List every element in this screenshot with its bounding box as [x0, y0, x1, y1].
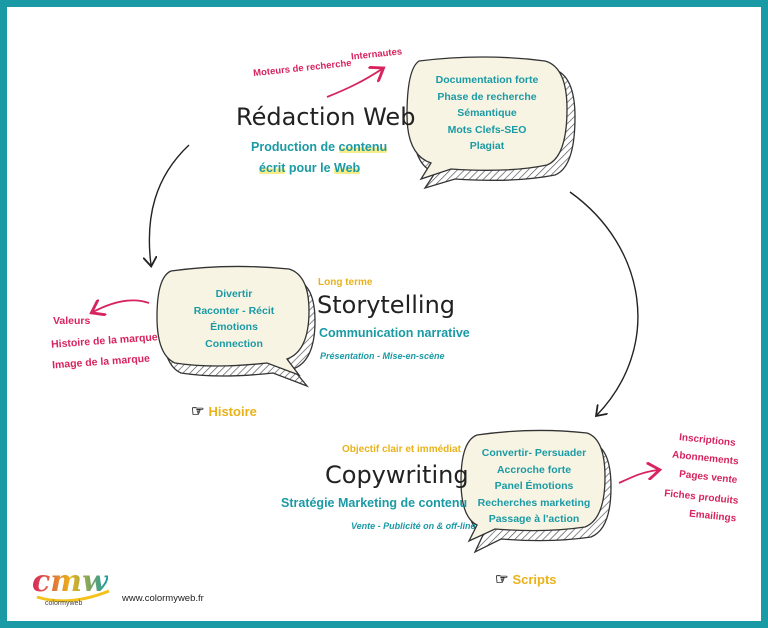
arrow-redaction-to-storytelling [149, 144, 190, 265]
bubble-item: Panel Émotions [494, 480, 574, 492]
storytelling-subtitle: Communication narrative [319, 326, 470, 340]
copywriting-subtitle: Stratégie Marketing de contenu [281, 496, 468, 510]
redaction-subtitle-highlight: Web [334, 161, 361, 175]
redaction-bubble-items: Documentation forte Phase de recherche S… [407, 72, 567, 155]
bubble-item: Raconter - Récit [193, 304, 275, 317]
copywriting-bubble-items: Convertir- Persuader Accroche forte Pane… [461, 445, 607, 528]
bubble-item: Plagiat [469, 140, 505, 152]
copywriting-label-text: Scripts [512, 572, 557, 587]
redaction-subtitle-part: pour le [285, 161, 335, 175]
redaction-subtitle-highlight: écrit [259, 161, 286, 175]
bubble-item: Documentation forte [435, 74, 539, 86]
bubble-item: Émotions [210, 321, 258, 333]
storytelling-bubble-items: Divertir Raconter - Récit Émotions Conne… [159, 286, 309, 352]
connector-arrows [7, 7, 768, 484]
bubble-item: Passage à l'action [488, 513, 580, 525]
copywriting-note: Vente - Publicité on & off-line [351, 521, 476, 531]
arrow-inscriptions [618, 470, 658, 484]
arrow-internautes [326, 69, 382, 98]
arrow-redaction-to-copywriting [569, 191, 639, 415]
copywriting-tag: Objectif clair et immédiat [342, 444, 461, 455]
bubble-item: Connection [205, 337, 263, 350]
bubble-item: Phase de recherche [437, 90, 537, 103]
redaction-speech-bubble [406, 56, 576, 190]
redaction-title: Rédaction Web [236, 103, 416, 131]
bubble-item: Accroche forte [496, 463, 572, 476]
pointing-hand-icon: ☞ [191, 403, 205, 420]
redaction-subtitle-line2: écrit pour le Web [259, 161, 361, 175]
bubble-item: Recherches marketing [477, 496, 591, 509]
logo-mark-text: cmw [32, 564, 108, 599]
brand-logo: cmw colormyweb [29, 564, 119, 617]
bubble-item: Divertir [215, 288, 253, 300]
logo-mark: cmw [32, 564, 108, 599]
bubble-item: Sémantique [457, 107, 517, 119]
storytelling-tag: Long terme [318, 277, 373, 288]
storytelling-speech-bubble [156, 265, 316, 388]
redaction-subtitle-part: Production de [251, 140, 339, 154]
storytelling-label-text: Histoire [208, 404, 257, 419]
copywriting-speech-bubble [460, 429, 612, 554]
pointing-hand-icon: ☞ [495, 571, 509, 588]
redaction-subtitle-line1: Production de contenu [251, 140, 388, 154]
redaction-subtitle-highlight: contenu [338, 140, 388, 154]
logo-text: colormyweb [45, 600, 83, 607]
side-item-valeurs: Valeurs [53, 315, 91, 327]
bubble-item: Convertir- Persuader [481, 447, 587, 459]
bubble-item: Mots Clefs-SEO [447, 123, 527, 136]
storytelling-title: Storytelling [317, 291, 456, 319]
storytelling-label: ☞Histoire [191, 402, 257, 420]
logo-swoosh [36, 589, 110, 603]
copywriting-label: ☞Scripts [495, 570, 557, 588]
storytelling-note: Présentation - Mise-en-scène [320, 351, 445, 361]
arrow-valeurs [93, 300, 150, 312]
footer-url[interactable]: www.colormyweb.fr [122, 593, 204, 604]
copywriting-title: Copywriting [325, 461, 469, 489]
